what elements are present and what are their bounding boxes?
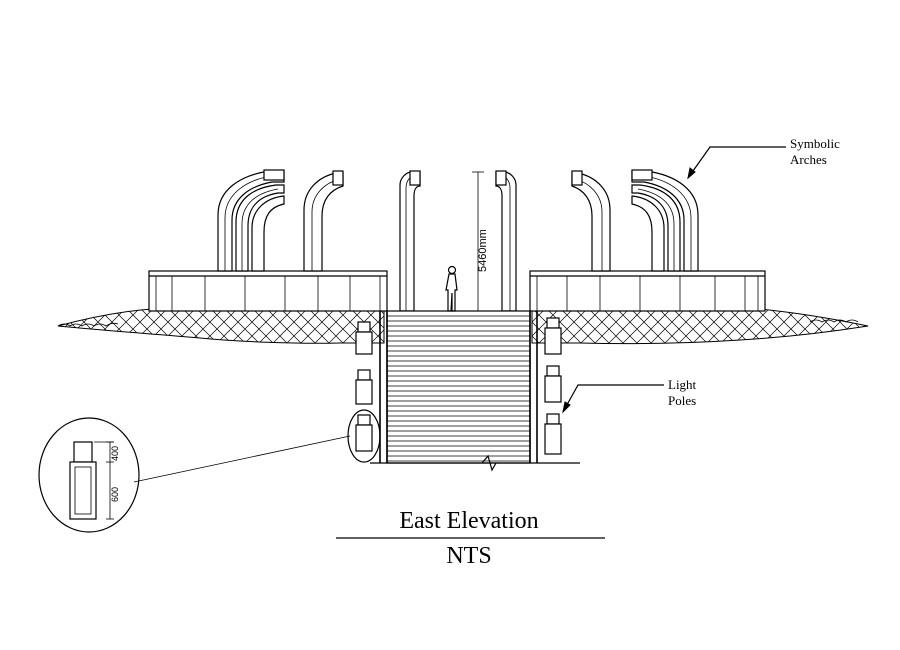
height-dimension-text: 5460mm xyxy=(477,229,489,272)
light-poles-right xyxy=(544,317,562,455)
pole-top-dim: 400 xyxy=(110,446,120,461)
earth-mound xyxy=(57,308,869,345)
pole-detail-callout-circle xyxy=(347,409,381,463)
poles-callout: Light Poles xyxy=(562,377,697,414)
left-platform-wall xyxy=(148,270,388,312)
central-staircase[interactable] xyxy=(370,310,580,472)
title-block: East Elevation NTS xyxy=(336,508,605,569)
pole-base-dim: 600 xyxy=(110,487,120,502)
left-arches xyxy=(217,169,421,312)
poles-label-line1: Light xyxy=(668,377,697,392)
arches-callout: Symbolic Arches xyxy=(687,136,840,180)
drawing-scale: NTS xyxy=(446,543,491,569)
human-scale-figure xyxy=(445,265,458,312)
pole-detail-enlargement: 400 600 xyxy=(38,417,351,533)
poles-label-line2: Poles xyxy=(668,393,696,408)
light-poles-left xyxy=(347,321,381,463)
arches-label-line2: Arches xyxy=(790,152,827,167)
right-platform-wall xyxy=(529,270,766,312)
drawing-title: East Elevation xyxy=(399,508,538,534)
height-dimension: 5460mm xyxy=(472,171,489,312)
arches-label-line1: Symbolic xyxy=(790,136,840,151)
right-arches xyxy=(495,169,699,312)
